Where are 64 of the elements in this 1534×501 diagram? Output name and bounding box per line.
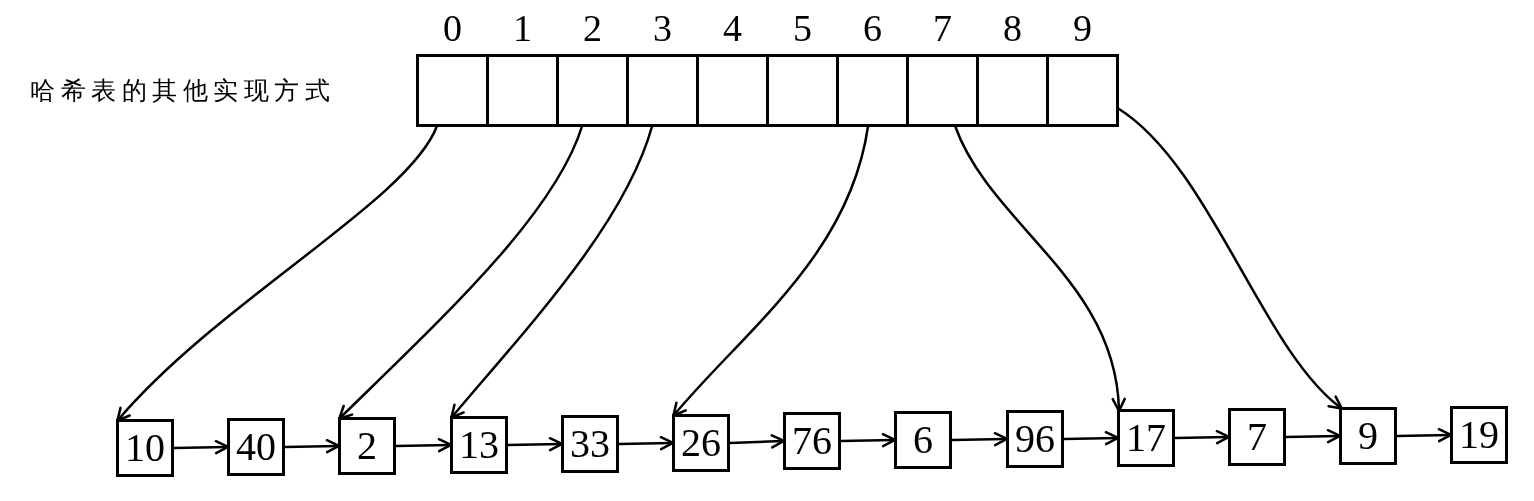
arrow [173, 439, 230, 455]
arrow [951, 431, 1009, 447]
index-number: 7 [932, 8, 953, 48]
node-value: 2 [357, 424, 377, 468]
arrow [1396, 427, 1453, 443]
arrow [1174, 429, 1231, 445]
curved-arrow [450, 125, 654, 419]
node-value: 17 [1126, 416, 1166, 460]
arrow [1063, 430, 1120, 446]
list-node [1450, 406, 1508, 464]
node-value: 76 [792, 419, 832, 463]
node-value: 40 [236, 425, 276, 469]
hash-table-slot [1046, 54, 1119, 127]
list-node [1228, 408, 1286, 466]
hash-table-slot [556, 54, 629, 127]
index-number: 1 [512, 8, 533, 48]
arrow [729, 434, 786, 449]
index-number: 0 [442, 8, 463, 48]
node-value: 9 [1358, 414, 1378, 458]
index-number: 3 [652, 8, 673, 48]
arrow [618, 435, 675, 451]
hash-table-slot [486, 54, 559, 127]
arrow [395, 437, 453, 453]
hash-table-slot [626, 54, 699, 127]
node-value: 10 [125, 426, 165, 470]
index-number: 4 [722, 8, 743, 48]
list-node [1339, 407, 1397, 465]
list-node [1117, 409, 1175, 467]
curved-arrow [116, 124, 439, 422]
hash-table-slot [766, 54, 839, 127]
index-number: 6 [862, 8, 883, 48]
arrow [507, 436, 564, 452]
node-value: 19 [1459, 413, 1499, 457]
hash-table-slot [416, 54, 489, 127]
arrow [840, 432, 897, 448]
index-number: 9 [1072, 8, 1093, 48]
node-value: 33 [570, 422, 610, 466]
node-value: 26 [681, 421, 721, 465]
arrow [284, 438, 341, 454]
node-value: 13 [459, 423, 499, 467]
list-node [672, 414, 730, 472]
hash-table-slot [976, 54, 1049, 127]
list-node [1006, 410, 1064, 468]
hash-table-slot [906, 54, 979, 127]
node-value: 96 [1015, 417, 1055, 461]
curved-arrow [672, 125, 870, 417]
list-node [116, 419, 174, 477]
list-node [227, 418, 285, 476]
arrow [1285, 428, 1342, 444]
list-node [894, 411, 952, 469]
list-node [561, 415, 619, 473]
index-number: 5 [792, 8, 813, 48]
list-node [783, 412, 841, 470]
hash-table-slot [836, 54, 909, 127]
list-node [450, 416, 508, 474]
curved-arrow [338, 125, 584, 420]
index-number: 2 [582, 8, 603, 48]
node-value: 7 [1247, 415, 1267, 459]
list-node [338, 417, 396, 475]
index-number: 8 [1002, 8, 1023, 48]
diagram-title: 哈希表的其他实现方式 [30, 75, 335, 107]
hash-table-slot [696, 54, 769, 127]
curved-arrow [1116, 107, 1343, 410]
node-value: 6 [913, 418, 933, 462]
